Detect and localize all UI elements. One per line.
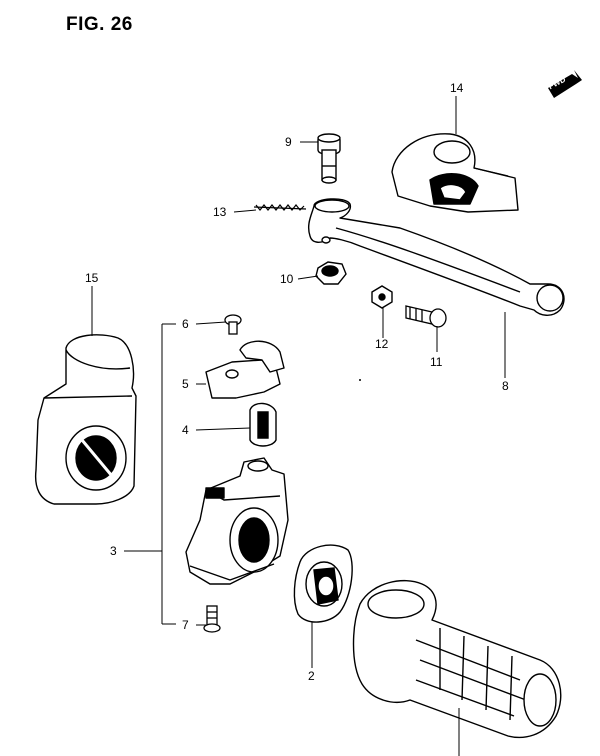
stray-mark [359,379,361,381]
grip [352,580,562,739]
callout-6: 6 [182,317,189,331]
callout-13: 13 [213,205,227,219]
callout-10: 10 [280,272,294,286]
callout-11: 11 [430,355,443,369]
lever-holder [185,457,289,585]
screw-bottom [203,605,221,633]
lock-nut [371,285,393,309]
pivot-nut [315,261,347,285]
fwd-arrow-icon [548,70,582,98]
leader-lines [91,96,506,756]
clip [249,402,277,447]
lever [307,198,565,316]
callout-9: 9 [285,135,292,149]
lever-cover [391,133,519,213]
callout-15: 15 [85,271,99,285]
lever-pivot-bolt [317,133,341,184]
screw-top [224,314,242,335]
callout-7: 7 [182,618,189,632]
plate [293,544,353,623]
screw [405,305,447,328]
clamp-plate [205,340,285,399]
callout-4: 4 [182,423,189,437]
switch-cover [34,334,137,505]
adjuster-spring [253,204,307,211]
callout-12: 12 [375,337,389,351]
figure-title: FIG. 26 [66,14,133,35]
callout-5: 5 [182,377,189,391]
callout-14: 14 [450,81,464,95]
callout-3: 3 [110,544,117,558]
callout-8: 8 [502,379,509,393]
callout-2: 2 [308,669,315,683]
